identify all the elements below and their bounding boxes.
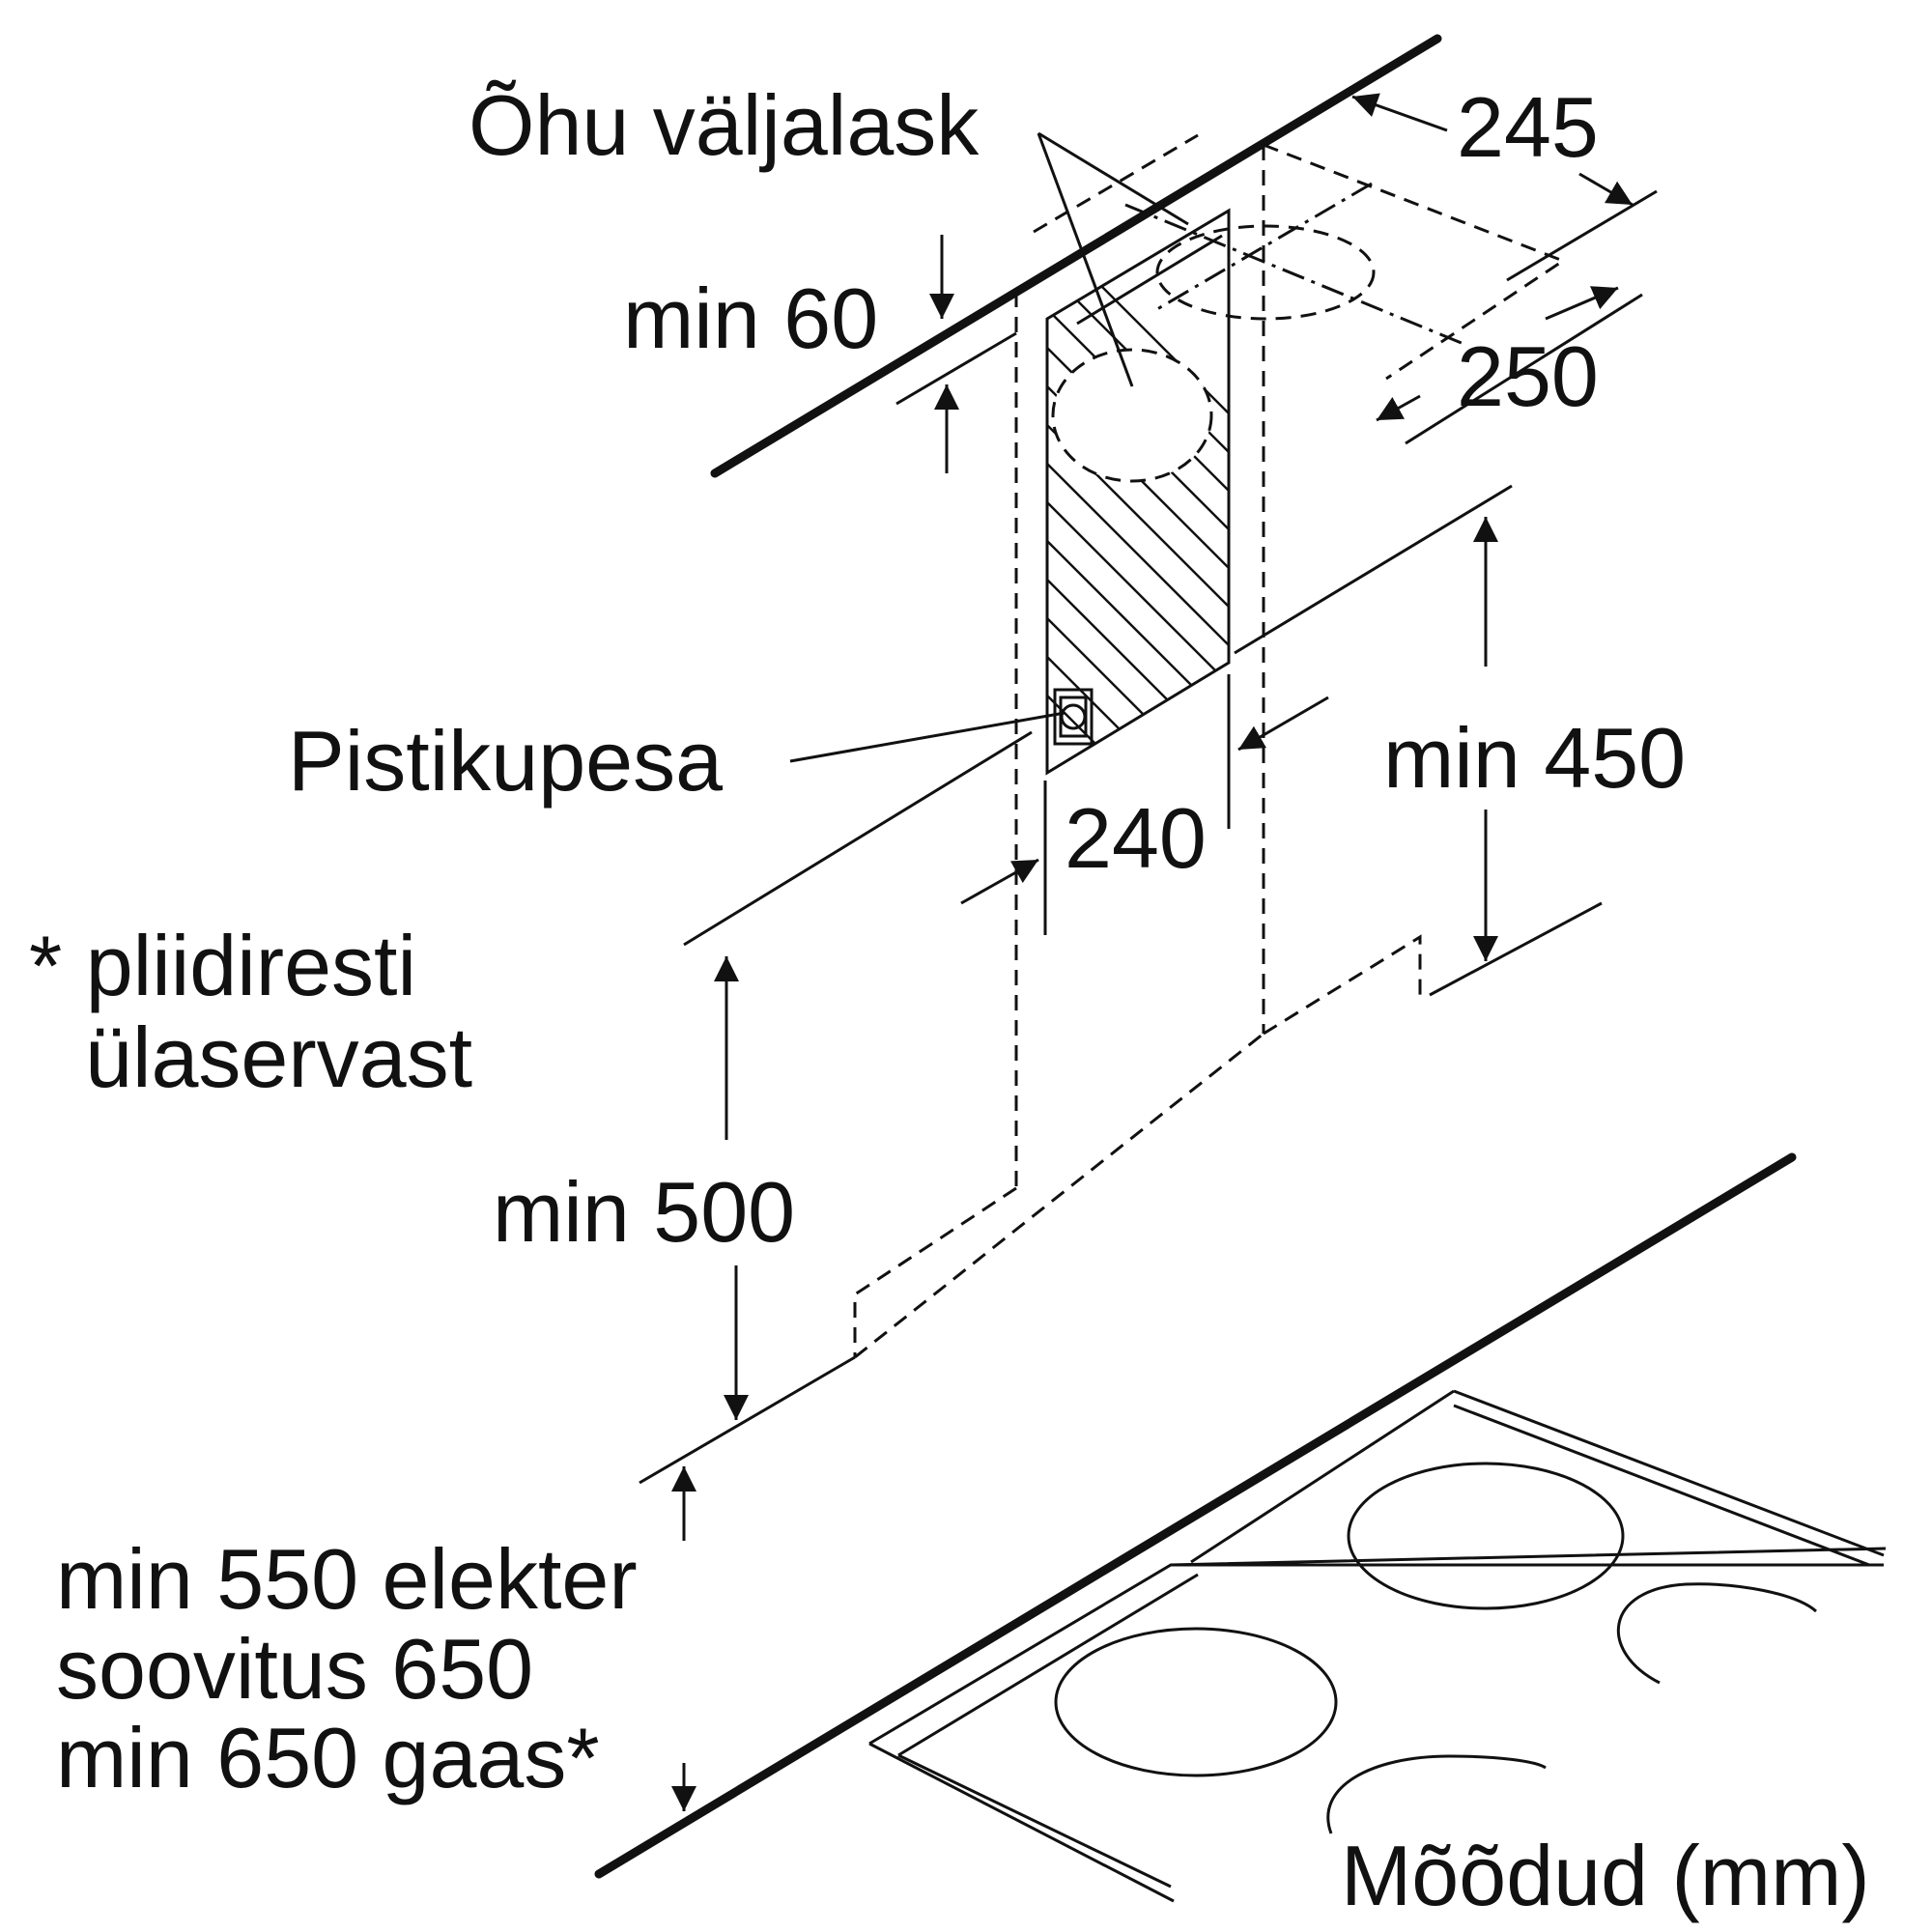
ceiling-line	[710, 34, 1442, 478]
dimension-min60-label: min 60	[623, 270, 878, 366]
dimension-245	[1351, 93, 1658, 282]
dimension-245-label: 245	[1457, 79, 1599, 175]
dimension-240-label: 240	[1065, 790, 1207, 886]
clearance-line-2: soovitus 650	[56, 1621, 533, 1717]
dimension-250-label: 250	[1457, 328, 1599, 424]
dimension-250	[1376, 286, 1643, 445]
dimension-240	[960, 674, 1329, 935]
ceiling-outlet	[1076, 143, 1567, 381]
dimension-min450-label: min 450	[1383, 710, 1686, 806]
cooktop	[594, 1152, 1887, 1903]
dimension-min450	[1234, 484, 1603, 997]
note-line-1: * pliidiresti	[29, 918, 416, 1013]
hood-outline-dashed	[853, 133, 1422, 1359]
dimension-min500-label: min 500	[493, 1164, 795, 1260]
clearance-line-3: min 650 gaas*	[56, 1710, 600, 1805]
units-label: Mõõdud (mm)	[1341, 1828, 1870, 1923]
socket-label: Pistikupesa	[288, 713, 723, 809]
air-outlet-leaders	[1037, 131, 1189, 387]
socket-leader	[789, 711, 1065, 763]
socket-icon	[1053, 688, 1094, 746]
note-line-2: ülaservast	[85, 1009, 472, 1105]
air-outlet-label: Õhu väljalask	[469, 77, 980, 173]
clearance-line-1: min 550 elekter	[56, 1531, 638, 1627]
dimension-min60	[895, 235, 1017, 473]
dimension-min500	[639, 730, 1033, 1485]
